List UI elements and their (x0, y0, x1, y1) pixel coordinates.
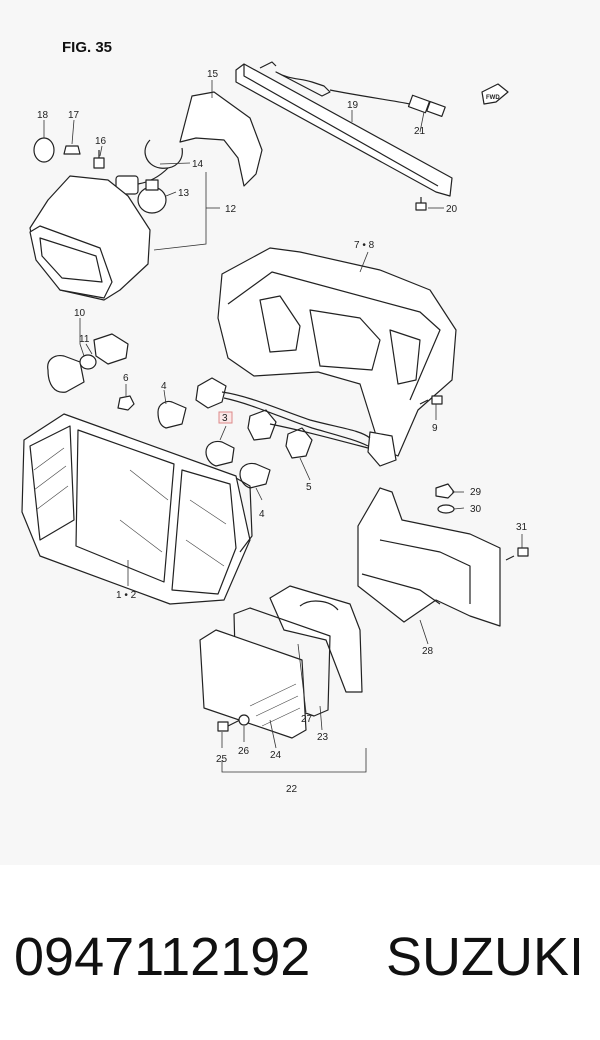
callout-30: 30 (470, 504, 482, 515)
callout-29: 29 (470, 487, 482, 498)
bulb-4-lower-icon (239, 462, 271, 489)
callout-31: 31 (516, 522, 528, 533)
socket-harness-14 (115, 139, 183, 195)
callout-21: 21 (414, 126, 426, 137)
callout-13: 13 (178, 188, 190, 199)
bulb-13-icon (137, 179, 167, 214)
tail-lamp-1-2 (21, 413, 253, 605)
nut-29-icon (435, 483, 455, 499)
callout-17: 17 (68, 110, 80, 121)
callout-22: 22 (286, 784, 298, 795)
bolt-9-icon (419, 395, 443, 405)
callout-12: 12 (225, 204, 237, 215)
callout-20: 20 (446, 204, 458, 215)
callout-19: 19 (347, 100, 359, 111)
forward-direction-icon: FWD (481, 83, 509, 105)
callout-3: 3 (222, 413, 228, 424)
part-number: 0947112192 (14, 927, 311, 987)
callout-27: 27 (301, 714, 313, 725)
callout-11: 11 (79, 334, 90, 345)
callout-6: 6 (123, 373, 129, 384)
bulb-socket-10 (47, 333, 129, 393)
callout-24: 24 (270, 750, 282, 761)
callout-leaders (43, 80, 523, 773)
callout-15: 15 (207, 69, 219, 80)
lens-24 (199, 629, 307, 739)
figure-title: FIG. 35 (62, 39, 112, 56)
exploded-view-illustration: FIG. 35 FWD (21, 39, 529, 795)
parts-diagram: FIG. 35 FWD (21, 39, 529, 795)
callout-4-upper: 4 (161, 381, 167, 392)
callout-14: 14 (192, 159, 204, 170)
bulb-3-icon (205, 440, 235, 467)
screw-16-icon (93, 150, 105, 169)
callout-7-8: 7 • 8 (354, 240, 375, 251)
washer-26-icon (238, 714, 250, 726)
callout-labels: 15 19 18 17 16 14 13 12 21 20 7 • 8 10 1… (37, 69, 528, 795)
bulb-4-upper-icon (157, 400, 187, 429)
callout-10: 10 (74, 308, 86, 319)
callout-26: 26 (238, 746, 250, 757)
bolt-31-icon (505, 547, 529, 561)
grommet-18-icon (33, 137, 55, 163)
callout-28: 28 (422, 646, 434, 657)
washer-30-icon (437, 504, 455, 514)
cover-15 (179, 91, 263, 187)
clip-17-icon (63, 145, 81, 155)
brand-name: SUZUKI (385, 927, 584, 987)
screw-20-icon (415, 197, 427, 211)
callout-9: 9 (432, 423, 438, 434)
nut-6-icon (117, 395, 135, 411)
highlight-box-part-3 (218, 411, 233, 424)
callout-18: 18 (37, 110, 49, 121)
lamp-housing-12 (29, 175, 151, 301)
callout-1-2: 1 • 2 (116, 590, 137, 601)
footer-bar (0, 865, 600, 1040)
license-bracket-28 (357, 487, 501, 627)
callout-4-lower: 4 (259, 509, 265, 520)
callout-23: 23 (317, 732, 329, 743)
callout-5: 5 (306, 482, 312, 493)
license-bar-assembly (235, 61, 453, 197)
wiring-harness-5 (195, 377, 397, 467)
svg-text:FWD: FWD (486, 95, 500, 101)
callout-25: 25 (216, 754, 228, 765)
callout-16: 16 (95, 136, 107, 147)
license-light-housing-23 (269, 585, 363, 693)
rear-fender-7-8 (217, 247, 457, 457)
